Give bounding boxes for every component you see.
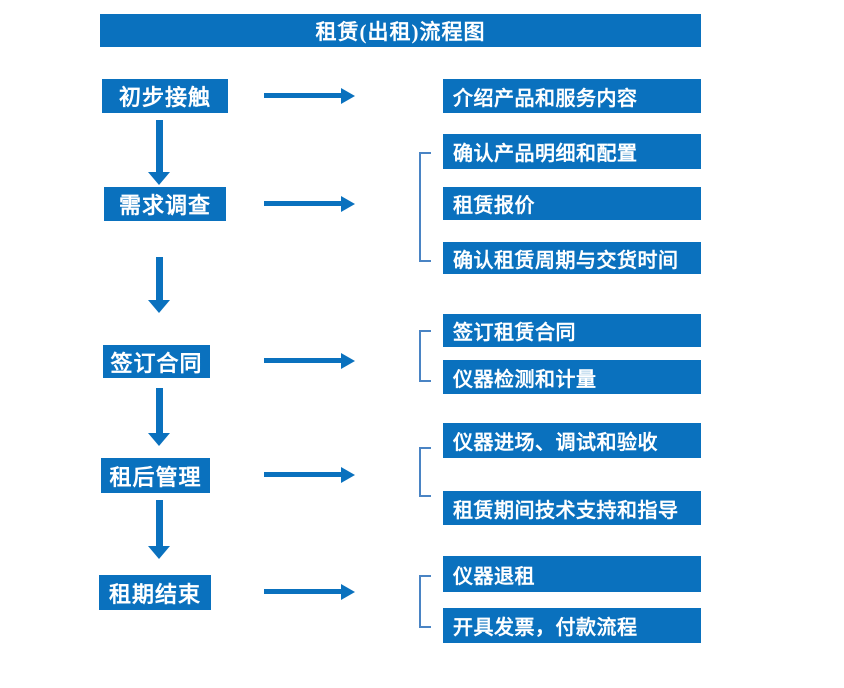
arrow-shaft bbox=[264, 201, 341, 206]
arrow-right-icon bbox=[264, 467, 355, 483]
detail-box-rental-quotation: 租赁报价 bbox=[443, 187, 701, 220]
group-bracket-sign-contract bbox=[419, 330, 431, 382]
step-box-initial-contact: 初步接触 bbox=[102, 79, 228, 113]
group-bracket-demand-survey bbox=[419, 152, 431, 262]
arrow-shaft bbox=[156, 257, 163, 300]
arrow-down-icon bbox=[148, 388, 170, 446]
arrow-shaft bbox=[156, 120, 163, 172]
detail-box-introduce-products: 介绍产品和服务内容 bbox=[443, 79, 701, 113]
detail-box-instrument-return: 仪器退租 bbox=[443, 556, 701, 592]
arrow-right-icon bbox=[264, 196, 355, 212]
detail-box-confirm-product-details: 确认产品明细和配置 bbox=[443, 134, 701, 169]
arrow-head bbox=[341, 196, 355, 212]
detail-box-sign-rental-contract: 签订租赁合同 bbox=[443, 314, 701, 347]
detail-box-instrument-testing: 仪器检测和计量 bbox=[443, 360, 701, 394]
group-bracket-rental-end bbox=[419, 575, 431, 628]
arrow-down-icon bbox=[148, 120, 170, 185]
arrow-head bbox=[341, 88, 355, 104]
arrow-right-icon bbox=[264, 88, 355, 104]
arrow-shaft bbox=[264, 589, 341, 594]
arrow-shaft bbox=[156, 388, 163, 433]
group-bracket-post-rental bbox=[419, 447, 431, 497]
arrow-right-icon bbox=[264, 353, 355, 369]
detail-box-instrument-setup-acceptance: 仪器进场、调试和验收 bbox=[443, 423, 701, 458]
detail-box-confirm-rental-period: 确认租赁周期与交货时间 bbox=[443, 242, 701, 274]
arrow-head bbox=[341, 353, 355, 369]
arrow-shaft bbox=[264, 358, 341, 363]
arrow-head bbox=[148, 172, 170, 185]
title-bar: 租赁(出租)流程图 bbox=[100, 14, 701, 47]
page-title: 租赁(出租)流程图 bbox=[315, 19, 486, 44]
arrow-head bbox=[148, 433, 170, 446]
step-box-demand-survey: 需求调查 bbox=[104, 187, 226, 221]
arrow-head bbox=[341, 467, 355, 483]
arrow-down-icon bbox=[148, 500, 170, 559]
arrow-head bbox=[148, 300, 170, 313]
arrow-down-icon bbox=[148, 257, 170, 313]
arrow-shaft bbox=[156, 500, 163, 546]
step-box-post-rental-management: 租后管理 bbox=[101, 458, 210, 493]
step-box-sign-contract: 签订合同 bbox=[103, 345, 210, 378]
step-box-rental-end: 租期结束 bbox=[99, 575, 211, 610]
arrow-head bbox=[148, 546, 170, 559]
arrow-right-icon bbox=[264, 584, 355, 600]
arrow-head bbox=[341, 584, 355, 600]
detail-box-invoice-payment: 开具发票，付款流程 bbox=[443, 608, 701, 643]
arrow-shaft bbox=[264, 472, 341, 477]
detail-box-technical-support: 租赁期间技术支持和指导 bbox=[443, 491, 701, 525]
arrow-shaft bbox=[264, 93, 341, 98]
